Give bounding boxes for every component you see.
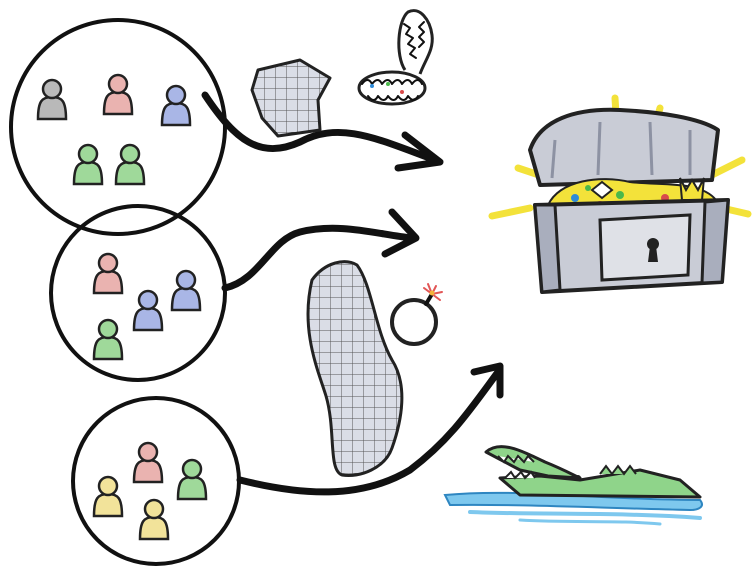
team-middle-circle <box>49 204 227 382</box>
team-top-person-4 <box>72 143 104 186</box>
team-bottom-person-4 <box>138 498 170 541</box>
team-bottom-person-3 <box>92 475 124 518</box>
crocodile-icon <box>443 445 703 526</box>
team-bottom-person-1 <box>132 441 164 484</box>
team-middle-person-4 <box>92 318 124 361</box>
team-top-person-2 <box>102 73 134 116</box>
team-top-person-5 <box>114 143 146 186</box>
path-arrow-top <box>201 91 444 172</box>
treasure-chest-icon <box>488 94 752 294</box>
team-bottom-person-2 <box>176 458 208 501</box>
team-top-circle <box>9 18 227 236</box>
team-top-person-1 <box>36 78 68 121</box>
path-arrow-bottom <box>236 362 504 496</box>
team-middle-person-1 <box>92 252 124 295</box>
bear-trap-icon <box>357 9 434 106</box>
bomb-icon <box>390 283 443 346</box>
long-map-icon <box>306 260 404 478</box>
team-top-person-3 <box>160 84 192 127</box>
map-fragment-icon <box>250 58 332 138</box>
path-arrow-middle <box>221 208 420 292</box>
team-middle-person-3 <box>170 269 202 312</box>
team-middle-person-2 <box>132 289 164 332</box>
